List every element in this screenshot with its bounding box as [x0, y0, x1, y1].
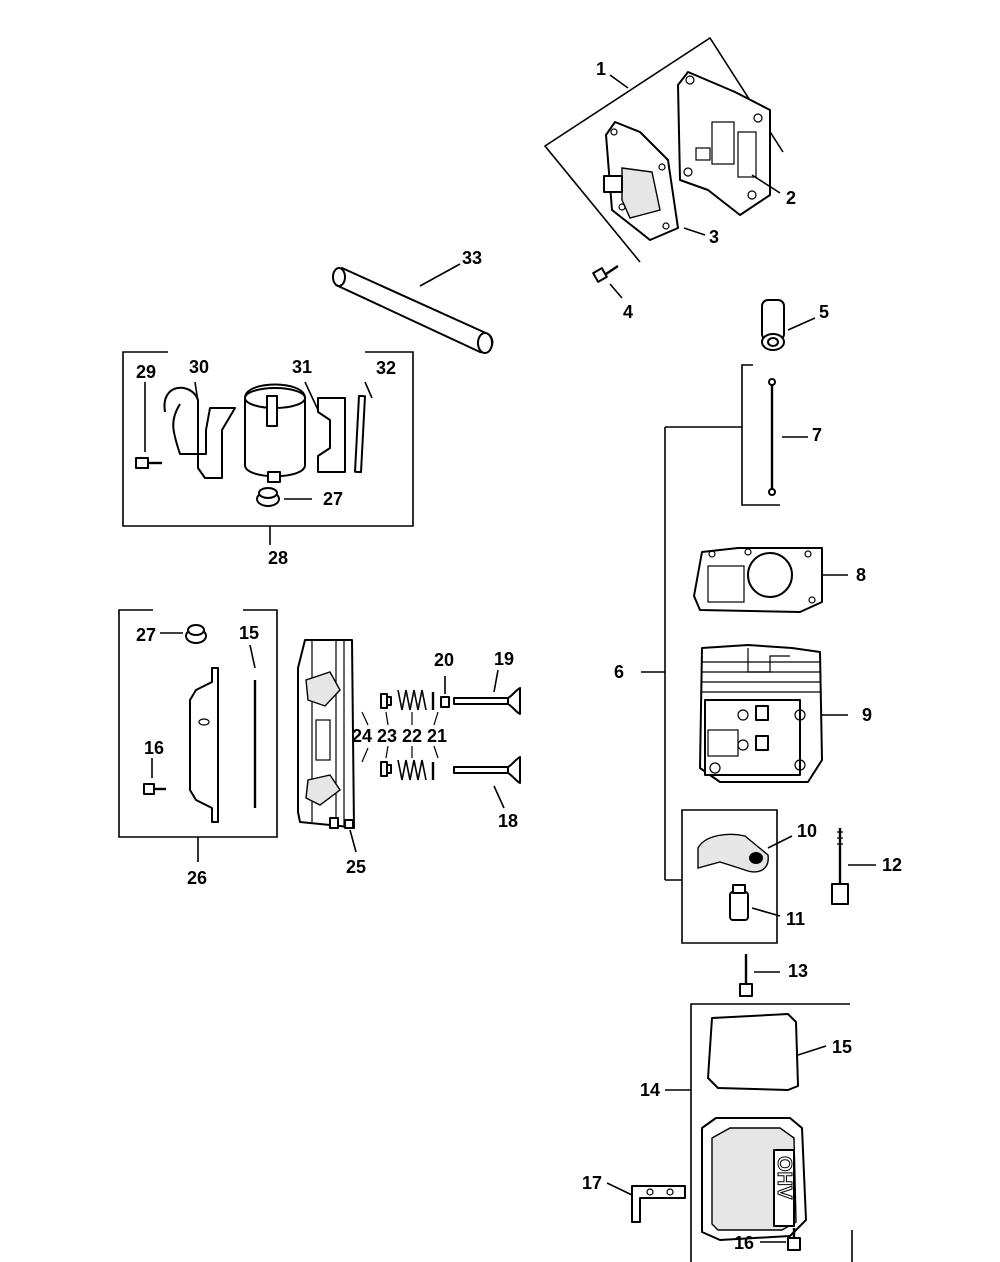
callout-12: 12	[882, 855, 902, 875]
callout-29: 29	[136, 362, 156, 382]
valve-seal-part	[440, 676, 450, 708]
callout-32: 32	[376, 358, 396, 378]
callout-25: 25	[346, 857, 366, 877]
cover-bracket-part	[606, 1182, 686, 1223]
callout-26: 26	[187, 868, 207, 888]
cylinder-head-part	[699, 644, 848, 783]
callout-7: 7	[812, 425, 822, 445]
rocker-pivot-part	[729, 884, 781, 921]
valve-cap-upper-part	[380, 693, 392, 709]
callout-24: 24	[352, 726, 372, 746]
callout-27-side-cover: 27	[136, 625, 156, 645]
callout-4: 4	[623, 302, 633, 322]
side-cover-part	[189, 667, 219, 823]
callout-17: 17	[582, 1173, 602, 1193]
callout-31: 31	[292, 357, 312, 377]
cylinder-head-side-part	[297, 639, 355, 829]
callout-1: 1	[596, 59, 606, 79]
pushrod-part	[768, 378, 808, 496]
breather-cover-part	[603, 121, 679, 241]
callout-18: 18	[498, 811, 518, 831]
valve-lifter-part	[761, 299, 816, 351]
cover-gasket-part	[707, 1013, 827, 1091]
callout-8: 8	[856, 565, 866, 585]
side-screw-part	[143, 758, 166, 795]
callout-5: 5	[819, 302, 829, 322]
side-cover-group	[118, 609, 278, 862]
callout-19: 19	[494, 649, 514, 669]
head-bolt-part	[831, 828, 876, 905]
exhaust-valve-part	[453, 669, 521, 715]
fuel-filter-part	[244, 383, 306, 483]
valve-spring-lower-part	[397, 759, 427, 781]
callout-6: 6	[614, 662, 624, 682]
cover-screw-part	[760, 1228, 801, 1251]
callout-21: 21	[427, 726, 447, 746]
callout-11: 11	[786, 909, 805, 929]
intake-valve-part	[453, 756, 521, 809]
filter-grommet-part	[256, 487, 312, 507]
callout-16-side-cover: 16	[144, 738, 164, 758]
cylinder-head-assembly-group	[641, 364, 848, 944]
valve-train-group	[297, 639, 521, 853]
valve-cover-part: OHV	[701, 1117, 807, 1241]
filter-bolt-part	[135, 382, 162, 469]
callout-13: 13	[788, 961, 808, 981]
side-gasket-strip-part	[249, 644, 257, 808]
side-grommet-part	[160, 624, 207, 644]
fuel-filter-group	[122, 351, 414, 545]
cover-ohv-text: OHV	[773, 1156, 795, 1200]
callout-33: 33	[462, 248, 482, 268]
breather-gasket-part	[677, 71, 771, 216]
callout-3: 3	[709, 227, 719, 247]
callout-30: 30	[189, 357, 209, 377]
callout-10: 10	[797, 821, 817, 841]
valve-spring-upper-part	[397, 689, 427, 711]
filter-bracket-part	[317, 397, 346, 473]
callout-15-side-cover: 15	[239, 623, 259, 643]
valve-cap-lower-part	[380, 761, 392, 777]
callout-9: 9	[862, 705, 872, 725]
filter-gasket-strip-part	[354, 381, 373, 474]
callout-22: 22	[402, 726, 422, 746]
head-gasket-part	[693, 547, 848, 613]
breather-assembly-group	[543, 36, 784, 299]
cover-bolt-part	[739, 954, 780, 997]
valve-cover-group: OHV	[606, 1003, 853, 1262]
callout-28: 28	[268, 548, 288, 568]
callout-15-valve-cover: 15	[832, 1037, 852, 1057]
callout-23: 23	[377, 726, 397, 746]
callout-2: 2	[786, 188, 796, 208]
callout-27-filter: 27	[323, 489, 343, 509]
callout-20: 20	[434, 650, 454, 670]
filter-clamp-part	[163, 381, 236, 479]
callout-16-valve-cover: 16	[734, 1233, 754, 1253]
breather-screw-part	[592, 265, 623, 299]
breather-tube-part	[332, 263, 494, 354]
callout-14: 14	[640, 1080, 660, 1100]
rocker-arm-part	[697, 833, 793, 873]
